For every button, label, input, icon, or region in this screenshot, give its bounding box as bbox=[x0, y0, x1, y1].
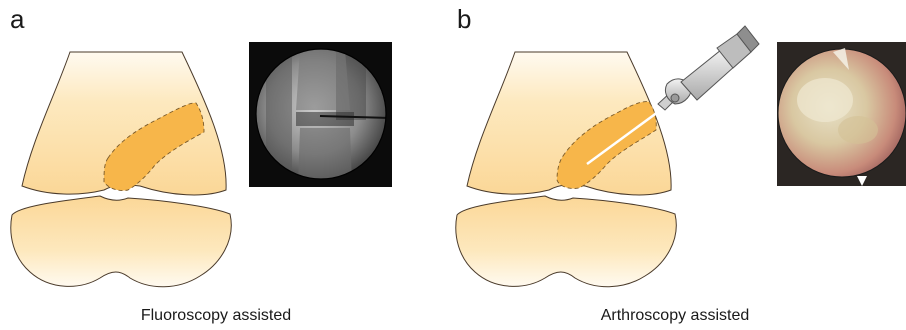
arthroscope bbox=[658, 26, 759, 110]
tibia bbox=[456, 196, 676, 287]
knee-diagram-b bbox=[453, 0, 906, 330]
knee-diagram-a bbox=[0, 0, 453, 330]
tibia bbox=[11, 196, 231, 287]
caption-fluoroscopy: Fluoroscopy assisted bbox=[86, 306, 346, 325]
panel-arthroscopy: b bbox=[453, 0, 906, 330]
panel-fluoroscopy: a bbox=[0, 0, 453, 330]
caption-arthroscopy: Arthroscopy assisted bbox=[545, 306, 805, 325]
